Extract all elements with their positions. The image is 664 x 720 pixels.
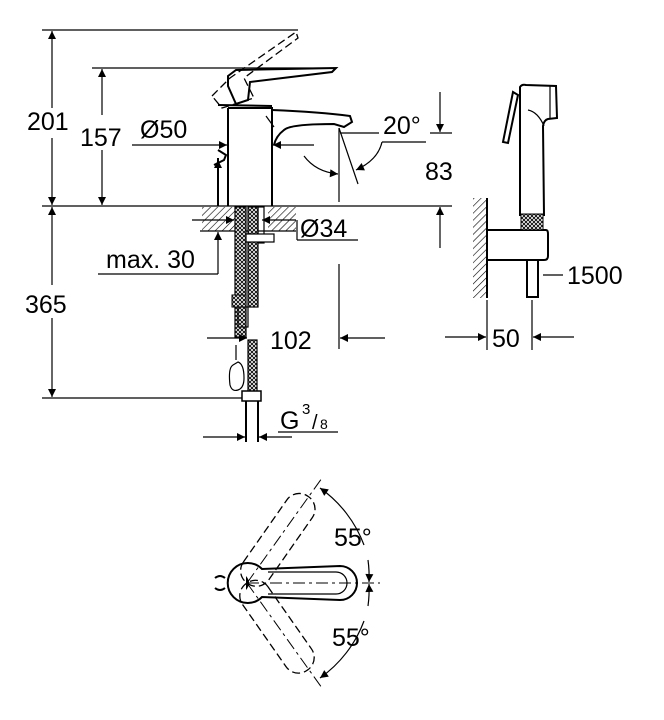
dim-hole-diameter: Ø34 bbox=[300, 215, 347, 243]
faucet-top-view: 55° 55° bbox=[214, 477, 380, 689]
dim-height-lever: 157 bbox=[80, 124, 122, 152]
dim-body-diameter: Ø50 bbox=[140, 116, 187, 144]
dim-angle-up: 55° bbox=[334, 524, 372, 552]
dim-hose-length: 1500 bbox=[567, 262, 623, 290]
dim-height-total: 201 bbox=[27, 108, 69, 136]
thread-prefix: G bbox=[280, 407, 299, 435]
dim-projection: 50 bbox=[492, 325, 520, 353]
thread-slash: / bbox=[312, 412, 318, 434]
dim-spout-reach: 102 bbox=[270, 327, 312, 355]
thread-numerator: 3 bbox=[302, 401, 310, 418]
dim-angle-down: 55° bbox=[332, 624, 370, 652]
thread-denominator: 8 bbox=[320, 416, 328, 432]
dim-connection-thread: G 3 / 8 bbox=[280, 401, 328, 435]
dim-deck-thickness: max. 30 bbox=[106, 246, 195, 274]
dim-below-deck: 365 bbox=[25, 291, 67, 319]
hand-shower-view: 1500 50 bbox=[445, 83, 623, 353]
dim-spout-height: 83 bbox=[425, 158, 453, 186]
dim-spout-angle: 20° bbox=[383, 112, 421, 140]
faucet-side-view: 201 157 365 Ø50 20° 83 Ø34 max. 30 bbox=[25, 29, 453, 442]
